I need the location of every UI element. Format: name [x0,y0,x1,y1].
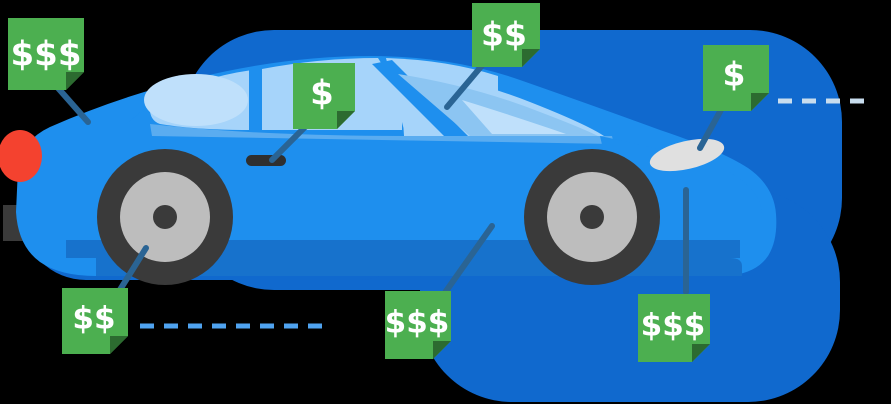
connector-tag-front-wheel [115,245,149,296]
price-tag-fold [433,341,451,359]
price-tag-body [8,18,84,90]
car-illustration [0,56,777,285]
wheel-rear [97,149,233,285]
hub-rear [153,205,177,229]
dashed-lines [140,98,868,329]
price-tag-label: $ [310,74,334,114]
hub-front [580,205,604,229]
window-divider [249,68,261,132]
price-tag-label: $$$ [11,35,82,75]
price-tag-underbody[interactable]: $$$ [385,291,451,359]
price-tag-fold [522,49,540,67]
connector-tag-underbody [441,223,495,297]
price-tag-label: $$ [481,15,527,54]
door-handle [246,155,286,166]
price-tag-rear-wheel[interactable]: $$$ [638,294,710,362]
windshield-pillar [372,60,468,136]
price-tag-fold [66,72,84,90]
price-tag-label: $$$ [641,308,706,344]
taillight [0,130,42,182]
price-tag-label: $ [723,55,746,94]
price-tag-label: $$$ [385,305,450,341]
price-tag-fold [337,111,355,129]
wheel-front [524,149,660,285]
price-tag-door-handle[interactable]: $ [293,63,355,129]
price-tag-headlight[interactable]: $ [703,45,769,111]
tag-connectors [55,59,725,297]
windshield-highlight-2 [462,100,566,134]
glass-lower-band [150,124,614,144]
windshield-highlight [398,74,598,136]
headlight [649,138,725,172]
connector-tag-headlight [697,105,725,151]
connector-tag-rear-quarter [55,85,91,125]
price-tag-label: $$ [72,301,115,337]
price-tag-fold [751,93,769,111]
price-tag-rear-quarter[interactable]: $$$ [8,18,84,90]
price-tag-fold [692,344,710,362]
rear-window-highlight [144,74,248,126]
price-tag-front-wheel[interactable]: $$ [62,288,128,354]
connector-tag-windshield [444,59,488,110]
price-tag-windshield[interactable]: $$ [472,3,540,67]
price-tag-fold [110,336,128,354]
